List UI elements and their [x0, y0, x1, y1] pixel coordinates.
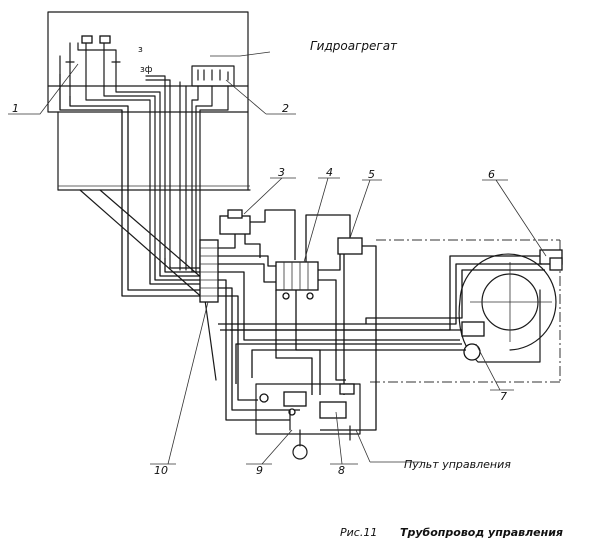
control-panel [255, 383, 361, 460]
svg-text:зф: зф [140, 65, 153, 75]
callout-7: 7 [500, 390, 507, 403]
component-5 [305, 214, 377, 340]
component-3 [218, 209, 296, 260]
fitting-group-1: з зф [59, 35, 171, 267]
leader-lines [8, 51, 547, 465]
callout-5: 5 [368, 168, 375, 181]
component-6 [218, 249, 563, 341]
figure-caption-title: Трубопровод управления [400, 526, 563, 539]
machine-outline [370, 239, 561, 383]
component-7 [230, 321, 485, 384]
hydro-unit-housing [47, 11, 251, 191]
svg-text:з: з [138, 45, 143, 55]
figure-caption-prefix: Рис.11 [340, 526, 377, 539]
callout-9: 9 [256, 464, 263, 477]
pipe-bundle-lower [218, 279, 377, 431]
control-panel-label: Пульт управления [404, 458, 511, 471]
callout-8: 8 [338, 464, 345, 477]
callout-2: 2 [282, 102, 289, 115]
callout-4: 4 [326, 166, 333, 179]
hydro-unit-label: Гидроагрегат [310, 39, 398, 53]
fitting-group-2 [179, 65, 235, 275]
callout-3: 3 [278, 166, 285, 179]
callout-6: 6 [488, 168, 495, 181]
callout-1: 1 [12, 102, 19, 115]
pipe-bundle-left [59, 74, 202, 297]
distribution-block [199, 239, 219, 303]
callout-10: 10 [154, 464, 168, 477]
